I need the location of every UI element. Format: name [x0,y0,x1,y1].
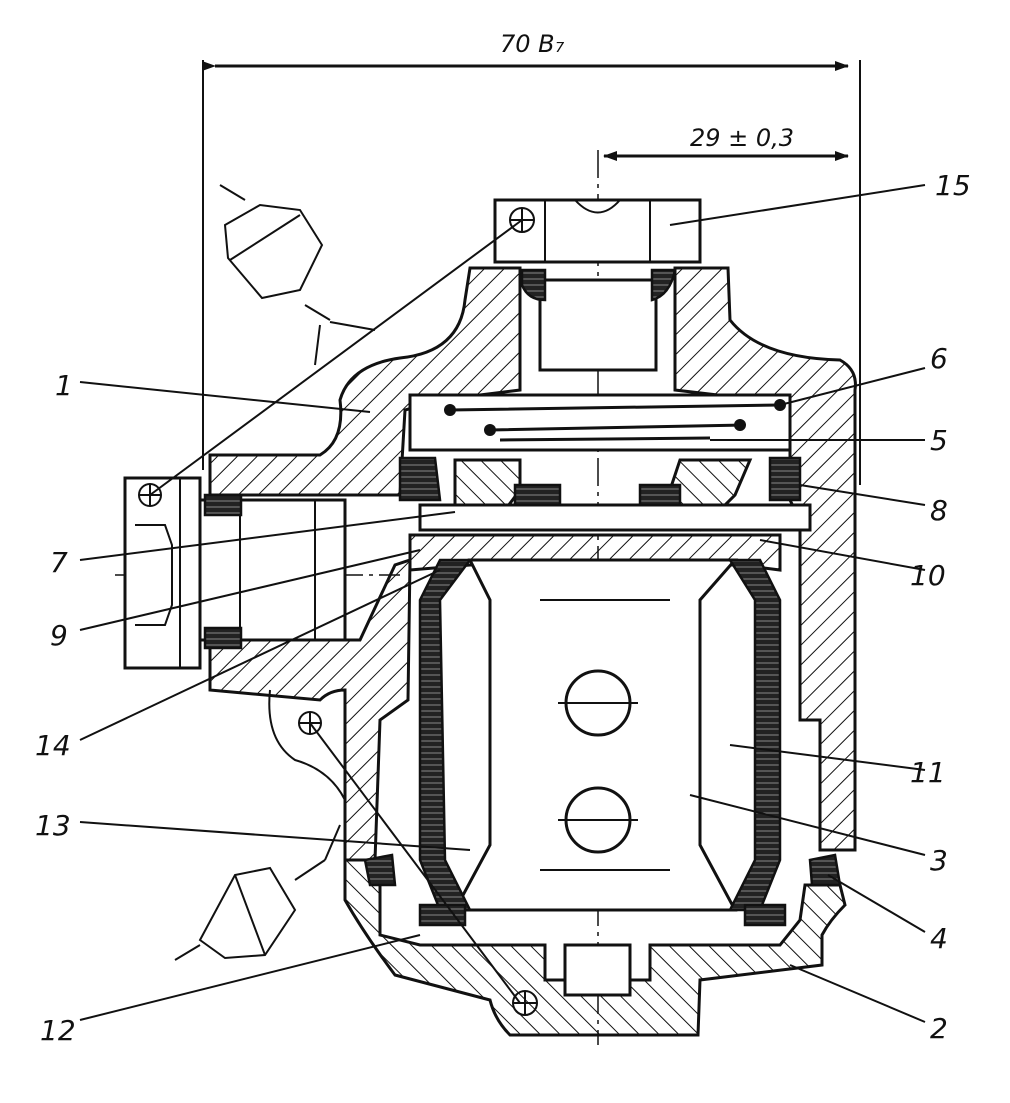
cup-3 [452,558,739,912]
housing-1-lower-left [208,557,412,862]
callout-9: 9 [50,619,68,652]
seal-4-left [363,853,397,887]
callout-14: 14 [35,729,71,762]
seal-8 [768,456,802,502]
callout-4: 4 [930,922,948,955]
callout-5: 5 [930,424,948,457]
callout-11: 11 [910,756,946,789]
plug-15 [493,198,702,372]
drain-plug [563,943,632,997]
callout-15: 15 [935,169,971,202]
spring-6 [408,393,792,452]
callout-6: 6 [930,342,948,375]
callout-7: 7 [50,546,68,579]
bellows-11 [727,558,782,912]
callout-1: 1 [55,369,73,402]
callout-10: 10 [910,559,946,592]
mounting-tab [268,689,346,801]
callout-13: 13 [35,809,71,842]
callout-3: 3 [930,844,948,877]
seal-12-right [743,903,787,927]
dimension-overall: 70 B₇ [202,30,861,485]
callout-12: 12 [40,1014,76,1047]
seal-12-left [418,903,467,927]
seal-7 [398,456,442,502]
cut-line-upper [149,184,523,496]
side-port [123,476,347,670]
housing-1-left [208,266,522,497]
plate-10 [418,503,812,532]
bellows-13 [418,558,473,912]
housing-1-right [673,266,857,852]
dimension-offset: 29 ± 0,3 [603,124,849,161]
dimension-offset-text: 29 ± 0,3 [690,124,794,152]
callout-labels: 1 2 3 4 5 6 7 8 9 10 11 12 13 14 15 [35,169,971,1047]
leader-lines [79,184,926,1023]
cut-line-lower [174,722,521,1004]
dimension-overall-text: 70 B₇ [500,30,565,58]
callout-2: 2 [930,1012,948,1045]
callout-8: 8 [930,494,948,527]
